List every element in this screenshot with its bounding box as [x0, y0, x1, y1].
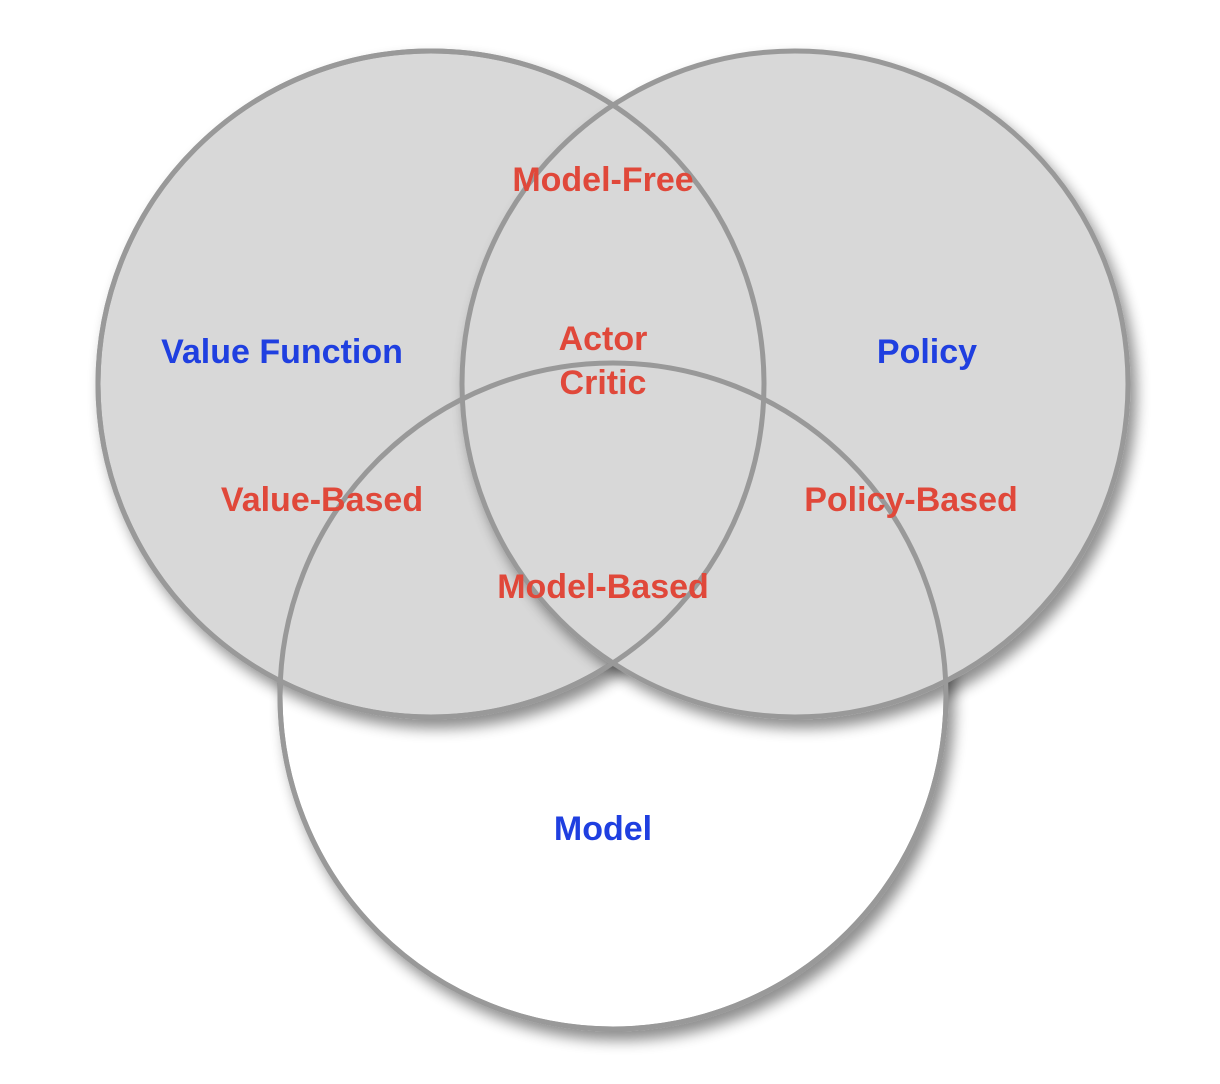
model-label: Model — [554, 810, 652, 848]
policy-circle — [459, 48, 1131, 720]
model-outline — [277, 360, 949, 1032]
value-based-label: Value-Based — [221, 481, 423, 519]
actor-label: Actor — [559, 320, 648, 358]
model-based-label: Model-Based — [497, 568, 709, 606]
policy-based-label: Policy-Based — [804, 481, 1018, 519]
value-function-label: Value Function — [161, 333, 403, 371]
policy-label: Policy — [877, 333, 977, 371]
value-function-outline — [95, 48, 767, 720]
critic-label: Critic — [560, 364, 647, 402]
model-free-label: Model-Free — [512, 161, 693, 199]
